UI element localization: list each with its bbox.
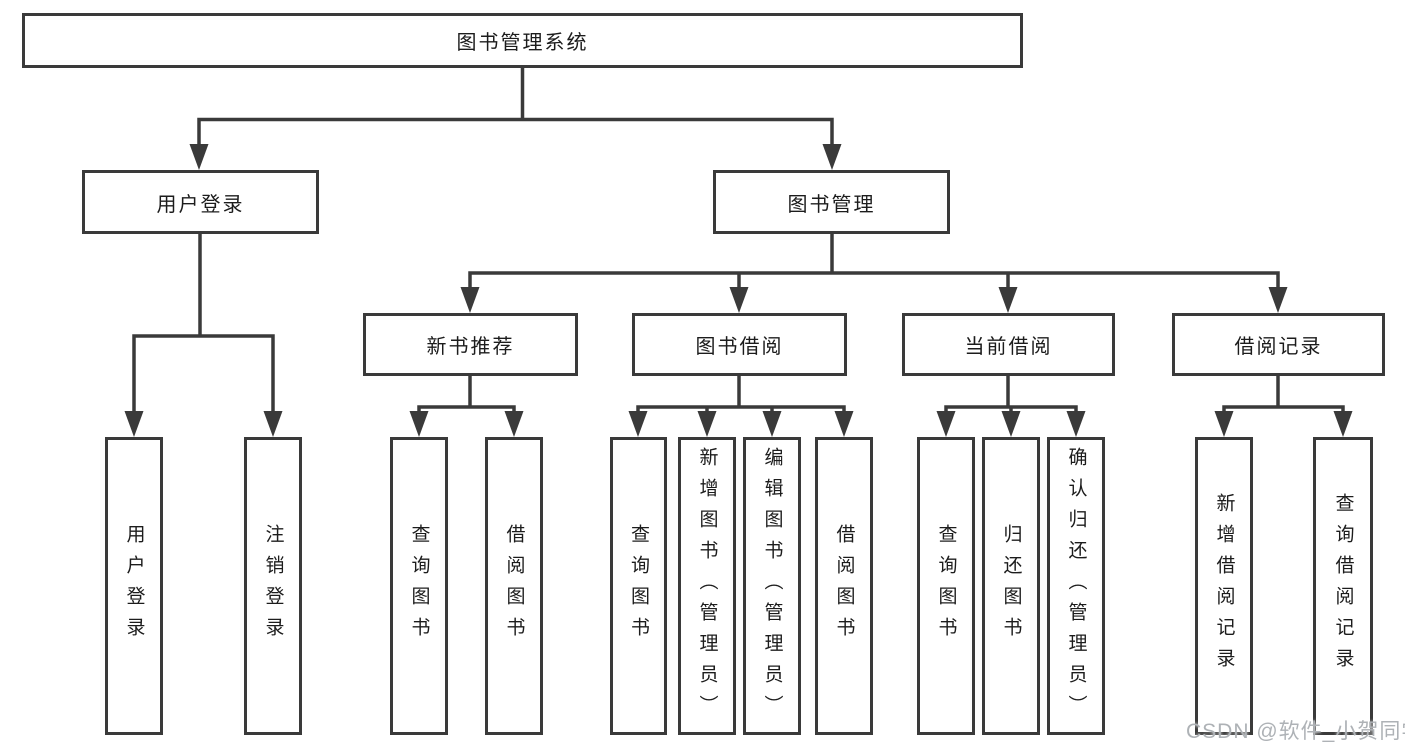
csdn-watermark: CSDN @软件_小贺同学 (1186, 720, 1405, 743)
node-leaf-query-books-recommend: 查询图书 (390, 437, 448, 735)
node-book-management-label: 图书管理 (787, 193, 876, 216)
node-leaf-borrow-books-label: 借阅图书 (833, 524, 855, 648)
node-current-borrowing: 当前借阅 (902, 313, 1115, 376)
node-leaf-query-books-recommend-label: 查询图书 (408, 524, 430, 648)
node-user-login-group: 用户登录 (82, 170, 319, 234)
node-leaf-user-login-label: 用户登录 (123, 524, 145, 648)
node-user-login-group-label: 用户登录 (156, 193, 245, 216)
node-new-book-recommend-label: 新书推荐 (426, 336, 515, 358)
node-leaf-user-login: 用户登录 (105, 437, 163, 735)
node-leaf-add-borrow-record-label: 新增借阅记录 (1213, 493, 1235, 679)
node-leaf-borrow-books-recommend: 借阅图书 (485, 437, 543, 735)
node-root-label: 图书管理系统 (456, 32, 589, 54)
node-leaf-confirm-return-admin: 确认归还（管理员） (1047, 437, 1105, 735)
node-book-borrowing-label: 图书借阅 (695, 336, 784, 358)
node-leaf-add-borrow-record: 新增借阅记录 (1195, 437, 1253, 735)
node-leaf-return-books: 归还图书 (982, 437, 1040, 735)
node-current-borrowing-label: 当前借阅 (964, 336, 1053, 358)
node-borrowing-records: 借阅记录 (1172, 313, 1385, 376)
node-leaf-borrow-books-recommend-label: 借阅图书 (503, 524, 525, 648)
node-leaf-edit-books-admin-label: 编辑图书（管理员） (761, 446, 783, 726)
node-leaf-query-borrow-record: 查询借阅记录 (1313, 437, 1373, 735)
node-leaf-query-books-current: 查询图书 (917, 437, 975, 735)
node-leaf-borrow-books: 借阅图书 (815, 437, 873, 735)
node-leaf-query-books-current-label: 查询图书 (935, 524, 957, 648)
node-borrowing-records-label: 借阅记录 (1234, 336, 1323, 358)
node-leaf-return-books-label: 归还图书 (1000, 524, 1022, 648)
node-leaf-query-books-borrowing-label: 查询图书 (628, 524, 649, 648)
node-leaf-confirm-return-admin-label: 确认归还（管理员） (1065, 446, 1087, 726)
node-leaf-query-borrow-record-label: 查询借阅记录 (1332, 493, 1354, 679)
node-leaf-logout: 注销登录 (244, 437, 302, 735)
node-leaf-add-books-admin-label: 新增图书（管理员） (696, 446, 718, 726)
node-book-management: 图书管理 (713, 170, 950, 234)
node-book-borrowing: 图书借阅 (632, 313, 847, 376)
node-leaf-edit-books-admin: 编辑图书（管理员） (743, 437, 801, 735)
node-leaf-add-books-admin: 新增图书（管理员） (678, 437, 736, 735)
node-root-system: 图书管理系统 (22, 13, 1023, 68)
node-leaf-logout-label: 注销登录 (262, 524, 284, 648)
node-new-book-recommend: 新书推荐 (363, 313, 578, 376)
node-leaf-query-books-borrowing: 查询图书 (610, 437, 667, 735)
